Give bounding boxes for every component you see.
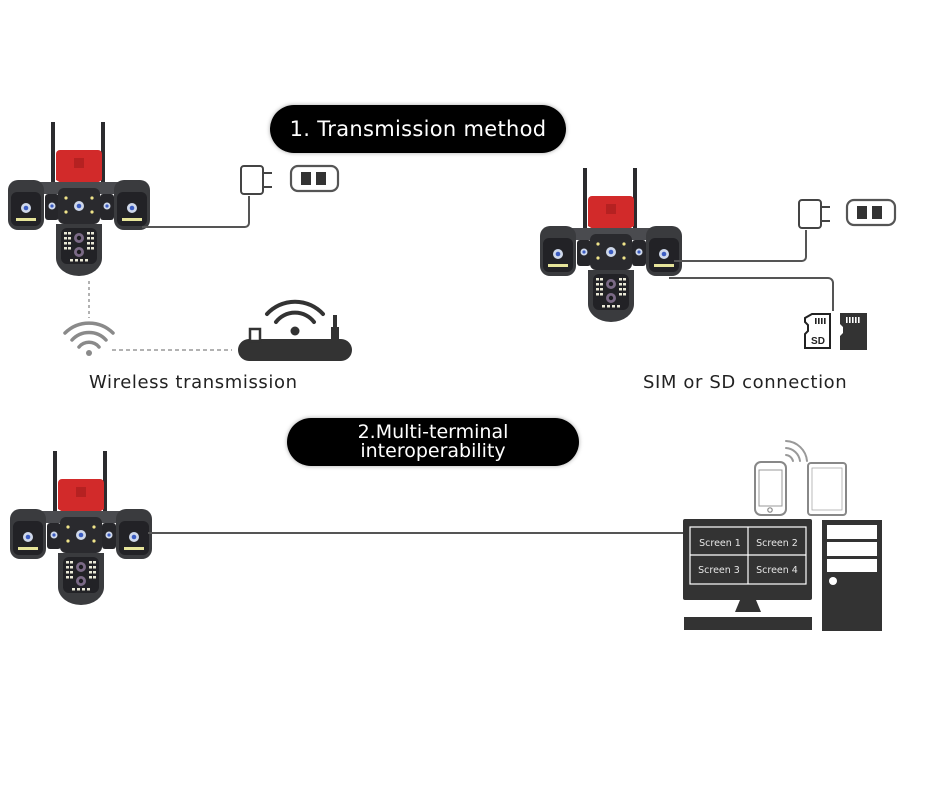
security-camera-icon xyxy=(10,451,152,605)
monitor-screen-3-label: Screen 3 xyxy=(698,565,740,576)
tablet-icon xyxy=(807,462,847,516)
desktop-monitor-icon: Screen 1 Screen 2 Screen 3 Screen 4 xyxy=(683,519,812,630)
storage-cable-line xyxy=(669,277,834,311)
micro-sd-card-icon xyxy=(840,313,867,350)
section-1-title-pill: 1. Transmission method xyxy=(270,105,566,153)
power-cable-line xyxy=(674,230,807,262)
sd-card-label: SD xyxy=(811,336,825,347)
wifi-icon xyxy=(63,321,115,356)
section-2-title-line-2: interoperability xyxy=(360,440,506,462)
sim-card-icon: SD xyxy=(804,313,831,349)
pc-tower-icon xyxy=(822,520,882,631)
power-socket-icon xyxy=(845,198,897,227)
sim-sd-connection-caption: SIM or SD connection xyxy=(643,372,848,393)
power-cable-line xyxy=(142,196,250,228)
wireless-transmission-caption: Wireless transmission xyxy=(89,372,298,393)
section-2-title-pill: 2.Multi-terminal interoperability xyxy=(287,418,579,466)
power-socket-icon xyxy=(289,164,340,193)
power-adapter-icon xyxy=(798,199,830,229)
smartphone-icon xyxy=(754,461,787,516)
section-1-title: 1. Transmission method xyxy=(289,117,547,141)
monitor-screen-1-label: Screen 1 xyxy=(699,538,741,549)
monitor-screen-2-label: Screen 2 xyxy=(756,538,798,549)
section-2-title-line-1: 2.Multi-terminal xyxy=(357,421,509,443)
security-camera-icon xyxy=(540,168,682,322)
wifi-signal-icon xyxy=(785,440,808,462)
wireless-router-icon xyxy=(238,299,352,361)
monitor-screen-4-label: Screen 4 xyxy=(756,565,798,576)
security-camera-icon xyxy=(8,122,150,276)
power-adapter-icon xyxy=(240,165,272,195)
